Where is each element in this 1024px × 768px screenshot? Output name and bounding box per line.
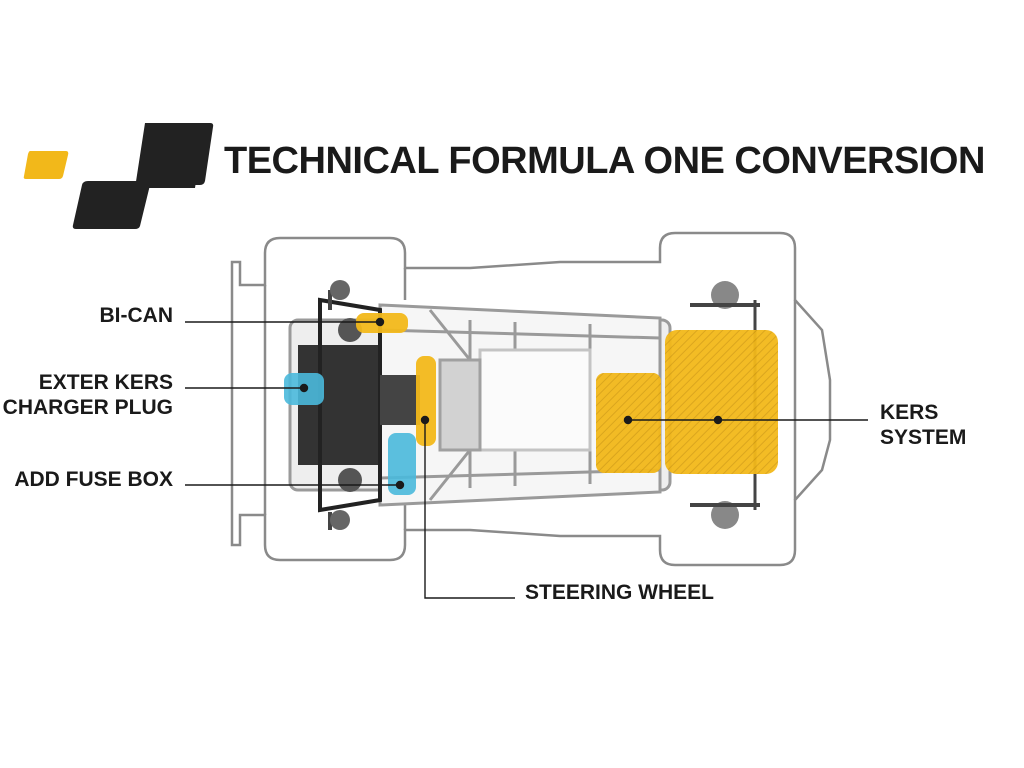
label-exter-kers-line1: EXTER KERS <box>39 371 173 394</box>
leader-lines <box>185 317 868 599</box>
label-bican: BI-CAN <box>100 304 174 327</box>
label-kers-line1: KERS <box>880 401 938 424</box>
brand-logo <box>23 123 214 229</box>
label-kers-line2: SYSTEM <box>880 426 966 449</box>
car-body-outline <box>230 231 832 567</box>
fuse-box-highlight <box>388 433 416 495</box>
label-fuse-box: ADD FUSE BOX <box>14 468 173 491</box>
page-title: TECHNICAL FORMULA ONE CONVERSION <box>224 140 985 182</box>
label-steering-wheel: STEERING WHEEL <box>525 581 714 604</box>
kers-system-highlight-rear <box>665 330 778 474</box>
label-exter-kers-line2: CHARGER PLUG <box>3 396 173 419</box>
steering-wheel-highlight <box>416 356 436 446</box>
